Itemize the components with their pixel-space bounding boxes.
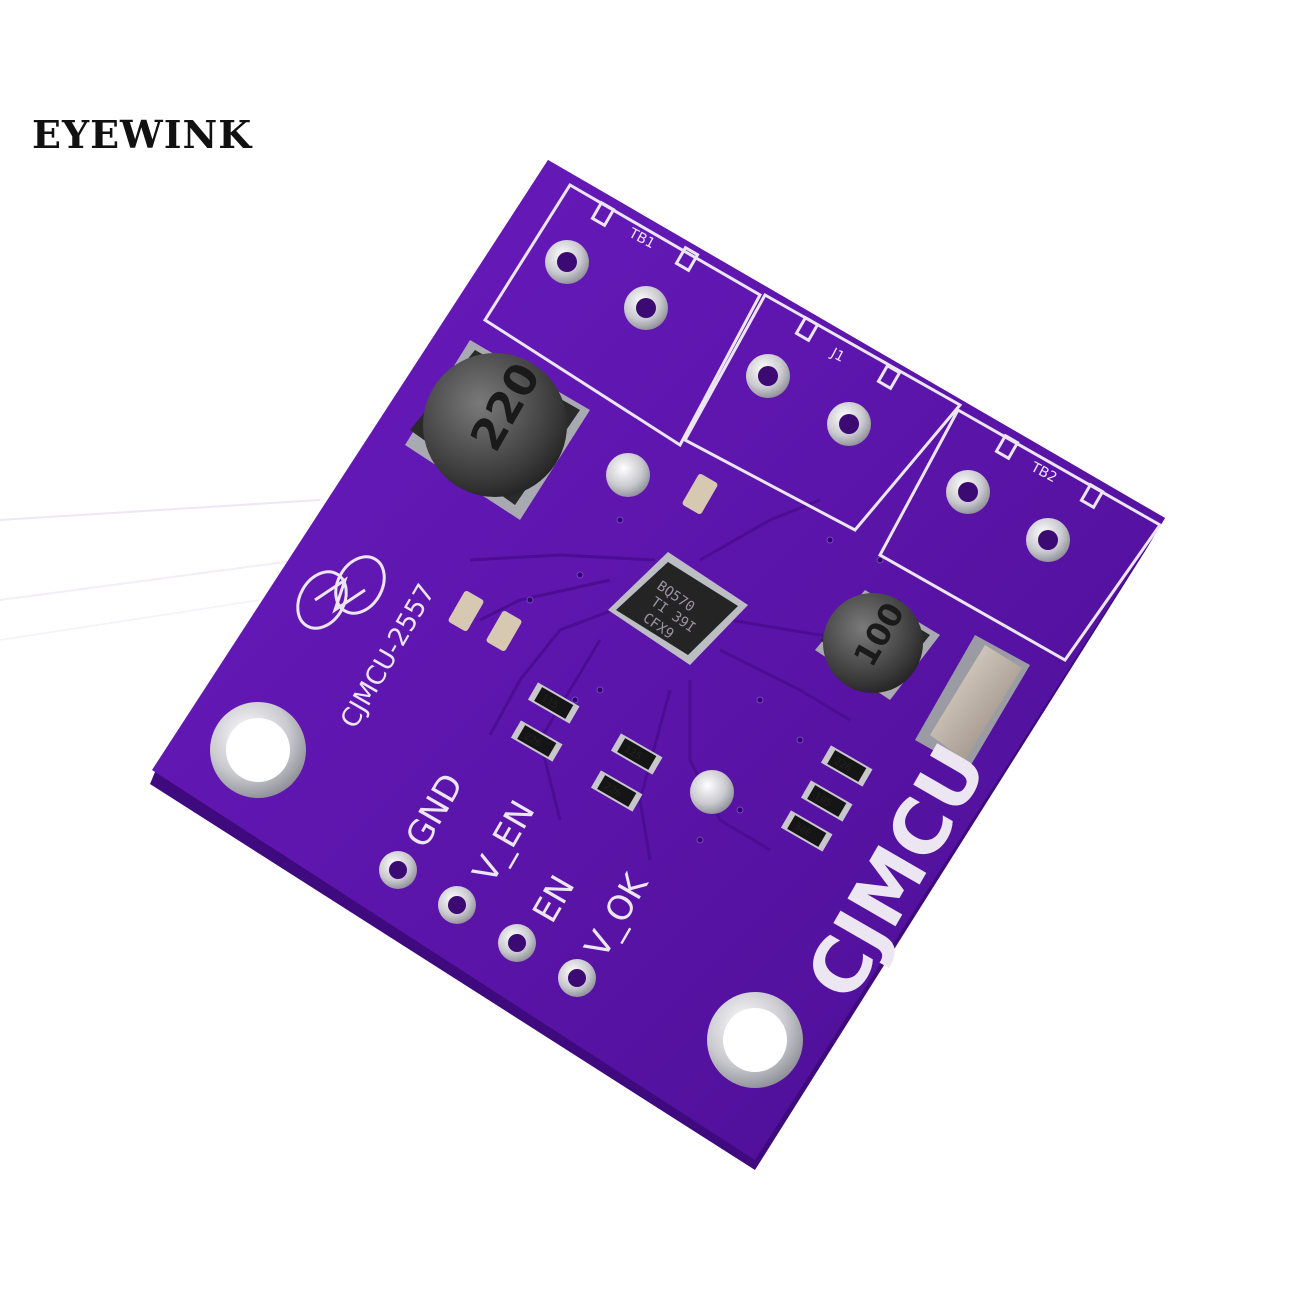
ic-bq570: BQ570 TI 39I CFX9 (608, 552, 748, 665)
test-points (606, 453, 734, 814)
copper-traces (469, 498, 901, 861)
smd-resistors: 115 226 125 226 226 (510, 682, 873, 852)
background-streaks (0, 499, 321, 641)
terminal-outlines (482, 182, 1163, 662)
capacitor-large (915, 635, 1030, 770)
inductor-large: 220 (405, 340, 590, 520)
pcb-surface (152, 160, 1165, 1160)
inductor-small: 100 (815, 590, 940, 700)
cjmcu-logo-icon (296, 555, 386, 630)
header-pads (379, 851, 596, 997)
smd-capacitors (448, 474, 718, 651)
label-j1: J1 (827, 345, 847, 366)
watermark-text: EYEWINK (32, 112, 253, 157)
mounting-holes (210, 702, 803, 1088)
terminal-pads (545, 240, 1070, 562)
